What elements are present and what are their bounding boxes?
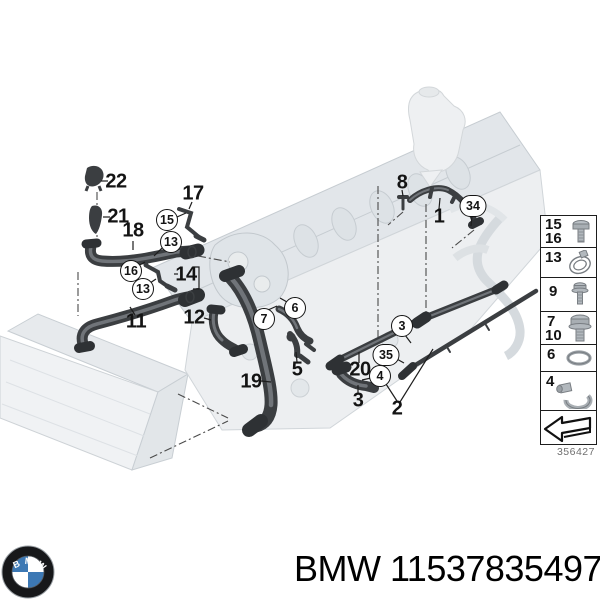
callout-17: 17: [182, 182, 204, 205]
hose-11-art: [74, 288, 205, 353]
callout-circle-35: 35: [372, 344, 400, 366]
callout-14: 14: [175, 263, 197, 286]
callout-8: 8: [396, 171, 408, 194]
callout-circle-7: 7: [253, 308, 275, 330]
legend-num: 10: [545, 327, 562, 344]
legend-row-oring-6: 6: [541, 345, 596, 372]
legend-num: 16: [545, 230, 562, 247]
callout-circle-13-b: 13: [132, 278, 154, 300]
callout-circle-34: 34: [459, 195, 487, 217]
callout-12: 12: [183, 306, 205, 329]
thermostat-housing-art: [209, 232, 289, 309]
callout-19: 19: [240, 370, 262, 393]
legend-num: 4: [546, 373, 555, 390]
callout-circle-4: 4: [369, 365, 391, 387]
hose-20-art: [331, 361, 379, 393]
leader-lines: [101, 180, 473, 403]
worm-drive-clamp-icon: [556, 382, 593, 409]
callout-circle-16: 16: [120, 260, 142, 282]
callout-22: 22: [105, 170, 127, 193]
callout-circle-13-a: 13: [160, 231, 182, 253]
legend-num: 6: [547, 346, 556, 363]
fasteners-legend: 15 16 13 9: [540, 215, 597, 445]
callout-21: 21: [107, 205, 129, 228]
legend-num: 15: [545, 216, 562, 233]
clamp-13-art: [185, 245, 197, 304]
bmw-roundel-logo: BMW: [1, 545, 55, 599]
callout-circle-15: 15: [156, 209, 178, 231]
flange-bolt-icon: [568, 314, 592, 342]
legend-row-bolt-7-10: 7 10: [541, 312, 596, 345]
construction-lines: [77, 186, 475, 459]
drawing-number: 356427: [556, 446, 595, 458]
bracket-14-art: [143, 262, 178, 293]
hex-bolt-icon: [572, 220, 590, 243]
callout-20: 20: [349, 358, 371, 381]
callout-18: 18: [122, 219, 144, 242]
callout-5: 5: [291, 358, 303, 381]
legend-num: 7: [547, 313, 556, 330]
callout-circle-6: 6: [284, 297, 306, 319]
legend-num: 9: [549, 283, 558, 300]
callout-1: 1: [433, 205, 445, 228]
callout-circle-3: 3: [391, 315, 413, 337]
coolant-pipe-2-art: [398, 288, 539, 380]
bolt-8-art: [397, 195, 409, 211]
legend-row-clamp-13: 13: [541, 248, 596, 278]
hose-19-art: [219, 265, 278, 437]
footer-part-line: BMW 11537835497: [288, 551, 600, 587]
callout-11: 11: [125, 310, 147, 333]
hose-clamp-icon: [569, 250, 591, 275]
part-number: 11537835497: [389, 548, 600, 589]
legend-row-clamp-4: 4: [541, 372, 596, 411]
sensor-21-art: [89, 205, 103, 234]
o-ring-icon: [566, 350, 592, 366]
legend-row-bolt-15-16: 15 16: [541, 216, 596, 248]
bolt-icon: [571, 282, 589, 305]
hose-12-art: [206, 304, 248, 357]
expansion-tank-art: [407, 86, 466, 188]
radiator-art: [0, 313, 190, 471]
legend-row-bolt-9: 9: [541, 278, 596, 312]
brand-name: BMW: [293, 548, 381, 589]
coolant-pipe-3-art: [325, 280, 509, 371]
pipe-5-art: [286, 331, 316, 365]
direction-arrow-icon: [543, 415, 592, 443]
callout-2: 2: [391, 397, 403, 420]
bracket-17-art: [177, 207, 207, 243]
legend-row-direction: [541, 411, 596, 444]
legend-num: 13: [545, 249, 562, 266]
sensor-22-art: [84, 165, 104, 192]
callout-3: 3: [352, 389, 364, 412]
